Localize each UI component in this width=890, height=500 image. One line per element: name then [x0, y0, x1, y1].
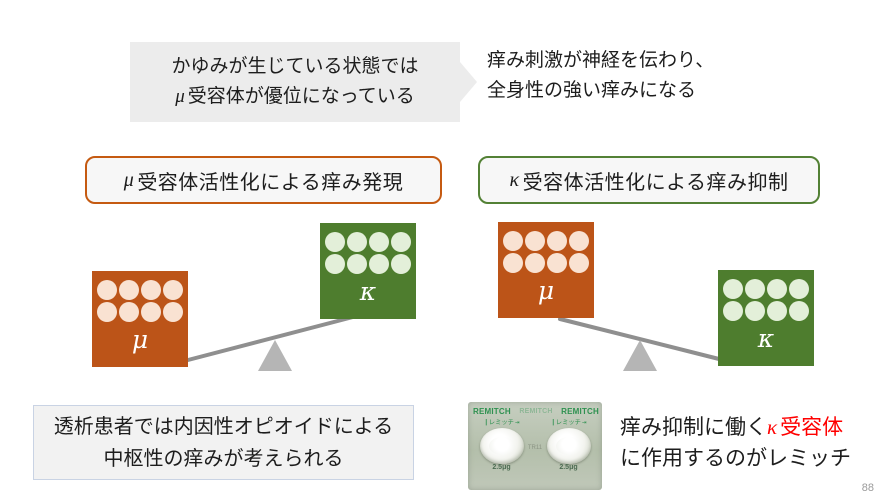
receptor-dot [97, 302, 117, 322]
callout-arrow-icon [460, 62, 477, 102]
receptor-dot [767, 301, 787, 321]
dialysis-note-line2: 中枢性の痒みが考えられる [103, 447, 344, 470]
receptor-dot [119, 280, 139, 300]
left-fulcrum-triangle-icon [258, 340, 292, 371]
description-prefix: 痒み抑制に働く [620, 415, 767, 439]
receptor-dot [163, 280, 183, 300]
receptor-dot [369, 232, 389, 252]
kappa-symbol: κ [509, 168, 520, 191]
kappa-receptor-dots [718, 270, 814, 322]
receptor-dot [547, 253, 567, 273]
kappa-receptor-dots [320, 223, 416, 275]
dialysis-note-line1: 透析患者では内因性オピオイドによる [53, 415, 394, 438]
pill-unit: レミッチ 2.5μg [474, 417, 530, 471]
receptor-dot [569, 253, 589, 273]
callout-line2-text: 受容体が優位になっている [187, 86, 415, 107]
remitch-brand-label: REMITCH [473, 407, 511, 416]
blister-brand-row: REMITCH REMITCH REMITCH [468, 402, 602, 416]
dialysis-note-box: 透析患者では内因性オピオイドによる 中枢性の痒みが考えられる [33, 405, 414, 480]
remitch-jp-name: レミッチ [543, 418, 593, 427]
kappa-receptor-label: κ [359, 277, 377, 306]
pill-unit: レミッチ 2.5μg [541, 417, 597, 471]
remitch-brand-label: REMITCH [561, 407, 599, 416]
receptor-dot [547, 231, 567, 251]
kappa-receptor-label: κ [757, 324, 775, 353]
lot-code-label: TR11 [527, 445, 543, 451]
receptor-dot [723, 279, 743, 299]
receptor-dot [325, 254, 345, 274]
right-seesaw-beam [558, 317, 721, 361]
remitch-jp-name: レミッチ [476, 418, 526, 427]
mu-symbol: μ [175, 86, 185, 107]
receptor-dot [745, 279, 765, 299]
receptor-dot [503, 253, 523, 273]
receptor-dot [723, 301, 743, 321]
receptor-dot [525, 231, 545, 251]
remitch-package-photo: REMITCH REMITCH REMITCH レミッチ 2.5μg TR11 … [468, 402, 602, 490]
receptor-dot [767, 279, 787, 299]
mu-receptor-label: μ [537, 276, 555, 305]
blister-dome [479, 428, 524, 464]
mu-header-text: 受容体活性化による痒み発現 [137, 171, 404, 194]
mu-receptor-label: μ [131, 325, 149, 354]
highlight-text: 受容体 [780, 415, 844, 439]
left-seesaw-beam [186, 315, 355, 362]
receptor-dot [347, 254, 367, 274]
receptor-dot [347, 232, 367, 252]
receptor-dot [325, 232, 345, 252]
dose-label: 2.5μg [559, 464, 578, 471]
kappa-receptor-box-left: κ [320, 223, 416, 319]
receptor-dot [525, 253, 545, 273]
receptor-dot [119, 302, 139, 322]
receptor-dot [97, 280, 117, 300]
receptor-dot [391, 254, 411, 274]
kappa-receptor-box-right: κ [718, 270, 814, 366]
page-number: 88 [861, 482, 874, 494]
mu-receptor-box-left: μ [92, 271, 188, 367]
receptor-dot [745, 301, 765, 321]
receptor-dot [569, 231, 589, 251]
pill [555, 437, 582, 455]
receptor-dot [391, 232, 411, 252]
top-right-line1: 痒み刺激が神経を伝わり、 [487, 50, 715, 71]
receptor-dot [789, 301, 809, 321]
receptor-dot [369, 254, 389, 274]
dose-label: 2.5μg [492, 464, 511, 471]
top-right-text: 痒み刺激が神経を伝わり、 全身性の強い痒みになる [487, 46, 714, 106]
top-right-line2: 全身性の強い痒みになる [487, 80, 697, 101]
kappa-header-text: 受容体活性化による痒み抑制 [522, 171, 789, 194]
mu-receptor-box-right: μ [498, 222, 594, 318]
kappa-symbol: κ [767, 415, 778, 439]
blister-dome [546, 428, 591, 464]
mu-receptor-dots [92, 271, 188, 323]
receptor-dot [141, 280, 161, 300]
remitch-brand-label-faint: REMITCH [519, 408, 553, 415]
receptor-dot [141, 302, 161, 322]
receptor-dot [789, 279, 809, 299]
blister-pills-row: レミッチ 2.5μg TR11 レミッチ 2.5μg [468, 417, 602, 471]
receptor-dot [503, 231, 523, 251]
right-fulcrum-triangle-icon [623, 340, 657, 371]
pill [488, 437, 515, 455]
mu-receptor-dots [498, 222, 594, 274]
callout-line1: かゆみが生じている状態では [171, 56, 419, 77]
mu-symbol: μ [123, 168, 135, 191]
remitch-description-line2: に作用するのがレミッチ [620, 446, 851, 470]
receptor-dot [163, 302, 183, 322]
